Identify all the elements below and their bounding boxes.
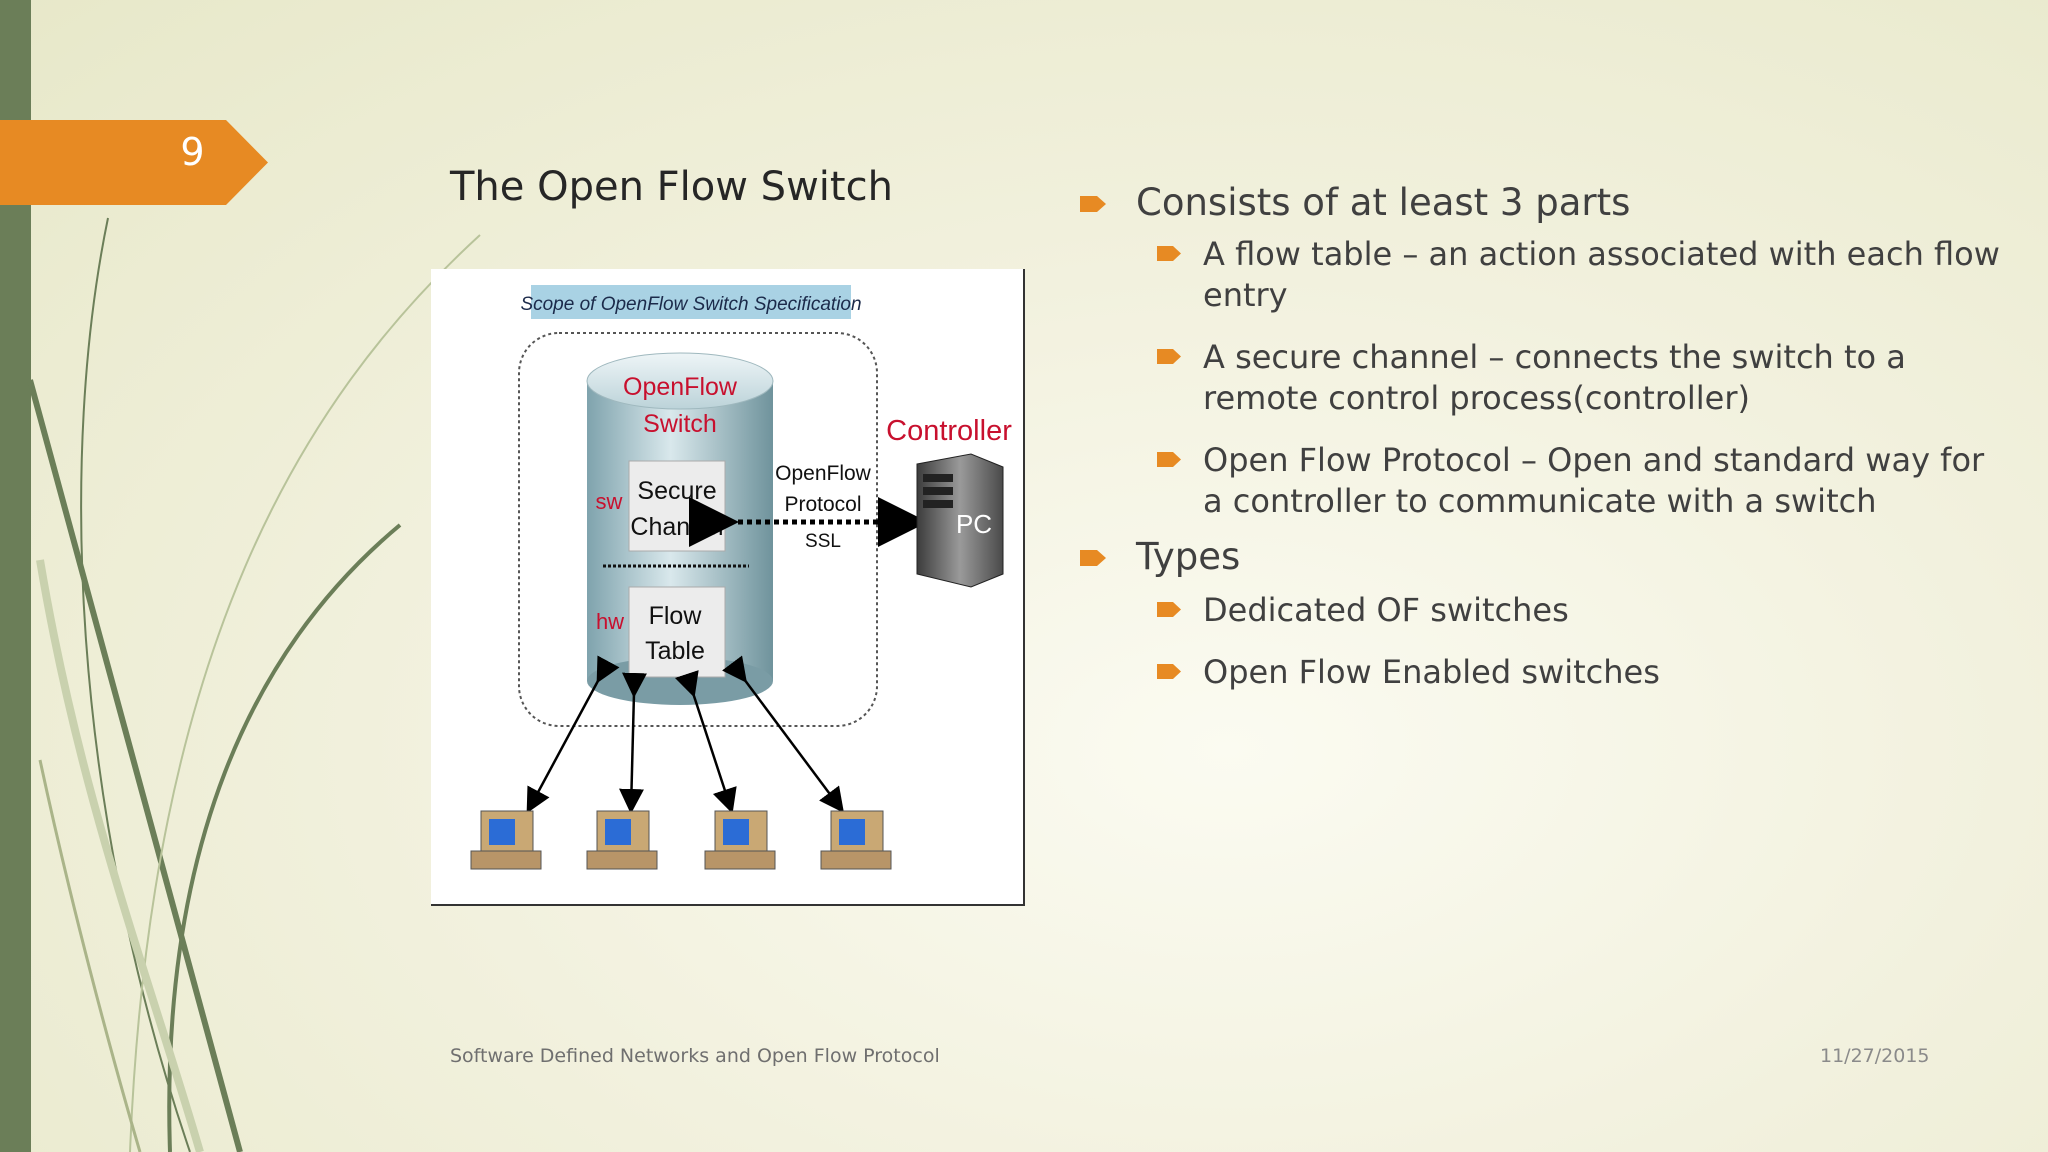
protocol-label-1: OpenFlow <box>775 462 872 485</box>
switch-label-1: OpenFlow <box>623 373 738 401</box>
arrow-bullet-icon <box>1157 349 1181 364</box>
scope-banner <box>531 285 851 319</box>
sub-bullet-item: Open Flow Protocol – Open and standard w… <box>1080 440 2000 522</box>
openflow-diagram: Scope of OpenFlow Switch Specification O… <box>431 269 1025 906</box>
sw-label: sw <box>596 489 623 514</box>
controller-label: Controller <box>886 415 1012 447</box>
host-links <box>526 655 844 814</box>
arrow-bullet-icon <box>1080 550 1106 566</box>
scope-label: Scope of OpenFlow Switch Specification <box>520 294 861 315</box>
bullet-item: Consists of at least 3 parts <box>1080 180 2000 226</box>
bullet-list: Consists of at least 3 parts A flow tabl… <box>1080 180 2000 714</box>
pc-label: PC <box>956 509 992 539</box>
sub-bullet-item: A secure channel – connects the switch t… <box>1080 337 2000 419</box>
hw-label: hw <box>596 609 624 634</box>
flow-label-2: Table <box>645 637 705 665</box>
decorative-curves <box>27 217 481 1152</box>
secure-label-1: Secure <box>637 477 716 505</box>
flow-table-box <box>628 586 726 678</box>
slide-number: 9 <box>180 130 205 174</box>
arrow-bullet-icon <box>1157 602 1181 617</box>
protocol-label-3: SSL <box>805 531 841 552</box>
sub-bullet-item: Dedicated OF switches <box>1080 590 2000 631</box>
scope-boundary <box>518 332 878 727</box>
protocol-label-2: Protocol <box>784 493 861 516</box>
bullet-item: Types <box>1080 534 2000 580</box>
host-computer-icon <box>820 810 892 870</box>
secure-label-2: Channel <box>630 513 723 541</box>
slide-title: The Open Flow Switch <box>450 164 893 210</box>
host-computer-icon <box>470 810 542 870</box>
arrow-bullet-icon <box>1080 196 1106 212</box>
footer-title: Software Defined Networks and Open Flow … <box>450 1045 940 1067</box>
footer-date: 11/27/2015 <box>1820 1045 1930 1067</box>
arrow-bullet-icon <box>1157 246 1181 261</box>
host-computer-icon <box>586 810 658 870</box>
host-computer-icon <box>704 810 776 870</box>
arrow-bullet-icon <box>1157 452 1181 467</box>
switch-label-2: Switch <box>643 410 717 438</box>
arrow-bullet-icon <box>1157 664 1181 679</box>
sub-bullet-item: Open Flow Enabled switches <box>1080 652 2000 693</box>
slide-number-badge: 9 <box>0 120 268 205</box>
flow-label-1: Flow <box>649 602 703 630</box>
sub-bullet-item: A flow table – an action associated with… <box>1080 234 2000 316</box>
controller-pc-icon: PC <box>916 453 1004 588</box>
